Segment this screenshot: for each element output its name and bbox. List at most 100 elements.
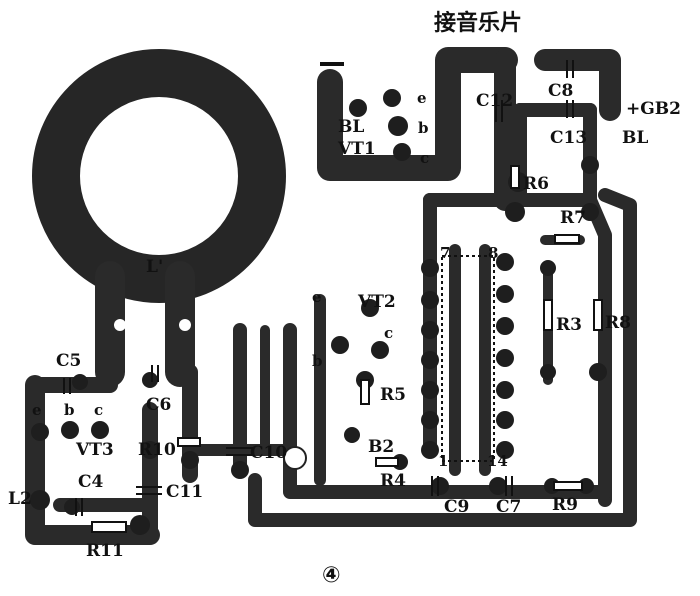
label-pin1: 1 (438, 452, 448, 470)
capacitor-c6 (151, 365, 159, 382)
ic-pad (421, 259, 439, 277)
label-r3: R3 (556, 315, 582, 335)
label-c7: C7 (496, 497, 521, 517)
ic-outline (441, 255, 495, 462)
pad (141, 441, 159, 459)
component-symbols (63, 60, 603, 533)
pad (581, 156, 599, 174)
resistor-r6 (510, 165, 520, 189)
label-r10: R10 (138, 440, 176, 460)
label-r6: R6 (523, 174, 549, 194)
capacitor-c7 (505, 476, 513, 496)
pad (130, 515, 150, 535)
ic-pad (421, 291, 439, 309)
pad (283, 446, 307, 470)
label-b-vt1: b (418, 119, 429, 137)
resistor-r3 (543, 299, 553, 331)
label-pin8: 8 (488, 244, 498, 262)
resistor-r8 (593, 299, 603, 331)
label-b2: B2 (368, 437, 394, 457)
capacitor-c9 (431, 476, 439, 496)
pad (361, 299, 379, 317)
ic-pad (496, 349, 514, 367)
ic-pad (421, 411, 439, 429)
label-vt1: VT1 (337, 139, 376, 159)
ic-pad (421, 441, 439, 459)
pad (181, 451, 199, 469)
label-c12: C12 (476, 91, 513, 111)
pad (383, 89, 401, 107)
resistor-r5 (360, 379, 370, 405)
label-r11: R11 (86, 541, 124, 561)
pad (30, 490, 50, 510)
solder-pads (30, 89, 607, 535)
label-c5: C5 (56, 351, 81, 371)
capacitor-c13 (566, 100, 574, 118)
label-l2: L2 (8, 489, 32, 509)
label-r8: R8 (605, 313, 631, 333)
pad (91, 421, 109, 439)
label-pin14: 14 (487, 452, 508, 470)
label-c8: C8 (548, 81, 573, 101)
label-e-vt2: e (312, 288, 322, 306)
label-c-vt2: c (384, 324, 393, 342)
ic-pad (496, 381, 514, 399)
pad (179, 319, 191, 331)
component-labels: e b c BL VT1 C12 C8 +GB2 C13 BL R6 R7 7 … (8, 81, 681, 561)
resistor-r11 (91, 521, 127, 533)
pad (388, 116, 408, 136)
pad (72, 374, 88, 390)
label-vt3: VT3 (75, 440, 114, 460)
ic-pad (496, 441, 514, 459)
pad (540, 260, 556, 276)
pad (114, 319, 126, 331)
label-bl-right: BL (622, 128, 648, 148)
pad (61, 421, 79, 439)
ic-pad (496, 253, 514, 271)
label-c9: C9 (444, 497, 469, 517)
pad (371, 341, 389, 359)
figure-number: ④ (322, 563, 341, 588)
label-c10: C10 (250, 443, 287, 463)
label-b-vt3: b (64, 401, 75, 419)
title: 接音乐片 (434, 10, 522, 36)
ic-pad (496, 317, 514, 335)
pad (344, 427, 360, 443)
pad (231, 461, 249, 479)
label-b-vt2: b (312, 352, 323, 370)
capacitor-c4 (75, 498, 83, 516)
pad (540, 364, 556, 380)
label-gb2: +GB2 (626, 99, 681, 119)
pad (589, 363, 607, 381)
pad (489, 477, 507, 495)
label-c-vt3: c (94, 401, 103, 419)
capacitor-c11 (136, 486, 162, 495)
ic-pad (421, 351, 439, 369)
label-c13: C13 (550, 128, 587, 148)
label-c6: C6 (146, 395, 171, 415)
resistor-r4 (375, 457, 399, 467)
label-e-vt3: e (32, 401, 42, 419)
capacitor-c5 (63, 378, 71, 394)
pad (349, 99, 367, 117)
pad (431, 477, 449, 495)
pad (581, 203, 599, 221)
resistor-r9 (553, 481, 583, 491)
pad (393, 143, 411, 161)
resistor-r10 (177, 437, 201, 447)
ic-pad (496, 285, 514, 303)
capacitor-c10 (226, 447, 254, 456)
label-r4: R4 (380, 471, 406, 491)
pad (64, 499, 80, 515)
label-l-coil: L' (146, 257, 163, 277)
capacitor-c8 (566, 60, 574, 78)
ic-pad (421, 381, 439, 399)
pad (142, 372, 158, 388)
label-pin7: 7 (440, 244, 450, 262)
label-vt2: VT2 (357, 292, 396, 312)
ic-pad (496, 411, 514, 429)
label-c11: C11 (166, 482, 203, 502)
label-r7: R7 (560, 208, 586, 228)
capacitor-c12 (495, 100, 503, 122)
